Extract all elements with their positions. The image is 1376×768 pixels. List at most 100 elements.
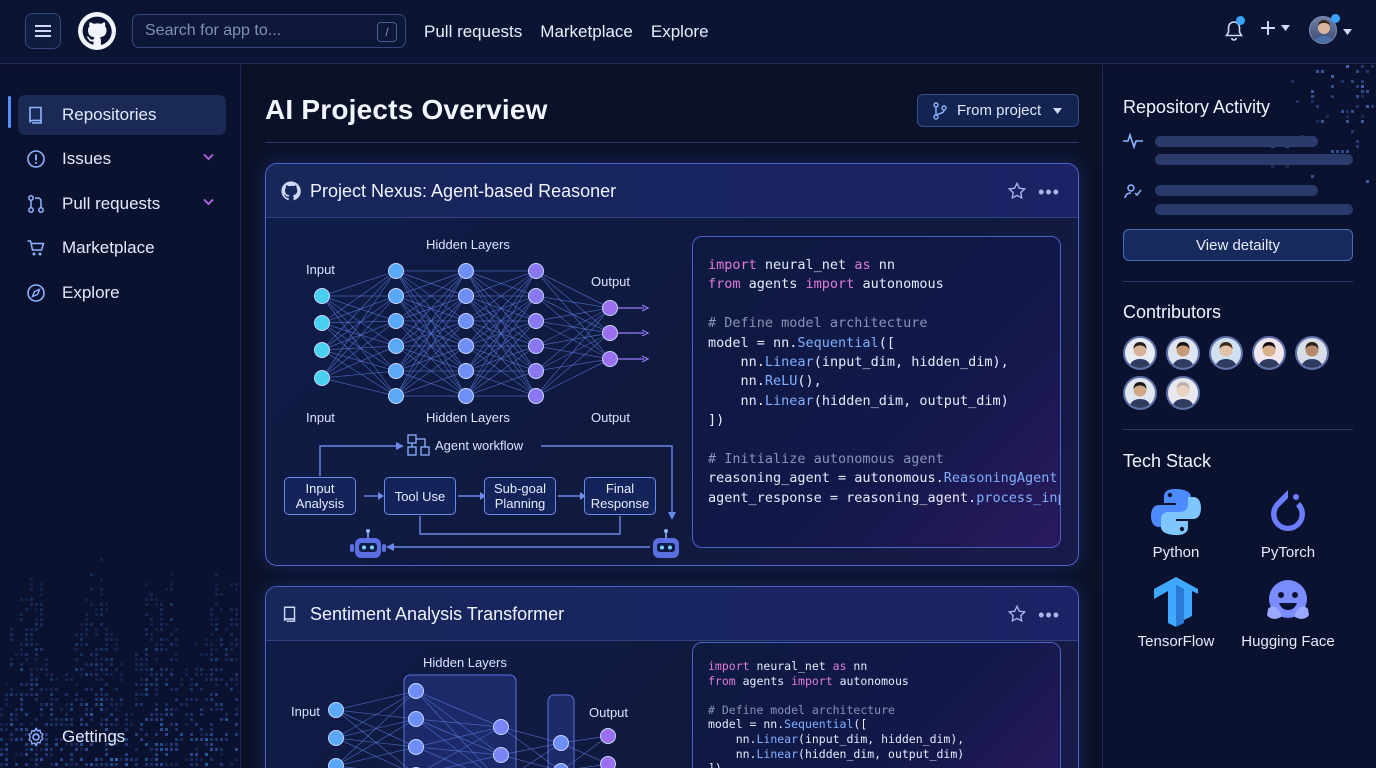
pixel	[110, 713, 113, 716]
pixel	[25, 763, 28, 766]
contributor-avatar[interactable]	[1123, 336, 1157, 370]
pixel	[195, 758, 198, 761]
pixel	[1356, 85, 1359, 88]
project-card[interactable]: Sentiment Analysis Transformer ••• Hidde…	[265, 586, 1079, 768]
pixel	[40, 593, 43, 596]
pixel	[140, 703, 143, 706]
connection-line	[564, 735, 609, 768]
nav-marketplace[interactable]: Marketplace	[540, 22, 633, 41]
pixel	[35, 693, 38, 696]
neuron-node	[528, 263, 544, 279]
contributor-avatar[interactable]	[1295, 336, 1329, 370]
pixel	[220, 668, 223, 671]
pixel	[40, 748, 43, 751]
sidebar-item-explore[interactable]: Explore	[18, 273, 226, 313]
sidebar-item-repositories[interactable]: Repositories	[18, 95, 226, 135]
pixel	[190, 698, 193, 701]
activity-placeholder-line	[1155, 204, 1353, 215]
pixel	[85, 643, 88, 646]
sidebar-item-settings[interactable]: Gettings	[18, 717, 226, 757]
pixel	[35, 683, 38, 686]
contributor-avatar[interactable]	[1252, 336, 1286, 370]
pixel	[1361, 85, 1364, 88]
pixel	[1271, 165, 1274, 168]
more-options-icon[interactable]: •••	[1038, 182, 1060, 202]
contributor-avatar[interactable]	[1166, 336, 1200, 370]
sidebar-item-marketplace[interactable]: Marketplace	[18, 228, 226, 268]
contributor-avatar[interactable]	[1166, 376, 1200, 410]
contributor-avatar[interactable]	[1209, 336, 1243, 370]
pixel	[145, 663, 148, 666]
star-icon[interactable]	[1008, 605, 1026, 623]
decorative-pixel-pattern	[0, 558, 241, 766]
pixel	[1361, 80, 1364, 83]
pixel	[105, 633, 108, 636]
pixel	[5, 703, 8, 706]
github-logo-icon[interactable]	[78, 12, 116, 50]
nav-explore[interactable]: Explore	[650, 22, 709, 41]
pixel	[205, 763, 208, 766]
pixel	[1346, 65, 1349, 68]
connection-line	[535, 295, 611, 360]
chevron-down-icon[interactable]	[203, 153, 214, 161]
pixel	[20, 683, 23, 686]
neuron-node	[388, 338, 404, 354]
pixel	[80, 698, 83, 701]
pixel	[40, 713, 43, 716]
create-new-button[interactable]	[1260, 20, 1290, 36]
sidebar-item-pull-requests[interactable]: Pull requests	[18, 184, 226, 224]
card-title[interactable]: Sentiment Analysis Transformer	[310, 604, 565, 624]
pixel	[165, 728, 168, 731]
pixel	[30, 633, 33, 636]
hamburger-menu-button[interactable]	[25, 13, 61, 49]
pixel	[30, 723, 33, 726]
pixel	[155, 708, 158, 711]
pixel	[1341, 150, 1344, 153]
pixel	[235, 623, 238, 626]
pixel	[85, 708, 88, 711]
pixel	[25, 628, 28, 631]
pixel	[150, 763, 153, 766]
contributor-avatar[interactable]	[1123, 376, 1157, 410]
neuron-node	[458, 288, 474, 304]
repo-icon	[283, 606, 296, 622]
pixel	[45, 738, 48, 741]
project-card[interactable]: Project Nexus: Agent-based Reasoner ••• …	[265, 163, 1079, 566]
pixel	[210, 708, 213, 711]
workflow-step-final-response: Final Response	[584, 477, 656, 515]
pixel	[170, 743, 173, 746]
pixel	[210, 693, 213, 696]
pixel	[1361, 115, 1364, 118]
notifications-button[interactable]	[1224, 16, 1245, 42]
pixel	[165, 678, 168, 681]
pixel	[145, 718, 148, 721]
tech-item-tensorflow[interactable]: TensorFlow	[1121, 575, 1231, 650]
pixel	[240, 738, 241, 741]
nav-pull-requests[interactable]: Pull requests	[424, 22, 523, 41]
pixel	[160, 618, 163, 621]
more-options-icon[interactable]: •••	[1038, 605, 1060, 625]
card-title[interactable]: Project Nexus: Agent-based Reasoner	[310, 181, 617, 201]
tech-item-python[interactable]: Python	[1121, 486, 1231, 561]
from-project-label: From project	[957, 102, 1042, 119]
chevron-down-icon[interactable]	[203, 198, 214, 206]
tech-item-pytorch[interactable]: PyTorch	[1233, 486, 1343, 561]
search-input[interactable]: Search for app to... /	[132, 14, 406, 48]
pixel	[30, 688, 33, 691]
pixel	[40, 618, 43, 621]
pixel	[45, 688, 48, 691]
pixel	[55, 723, 58, 726]
pixel	[120, 703, 123, 706]
from-project-button[interactable]: From project	[917, 94, 1079, 127]
pixel	[15, 693, 18, 696]
sidebar-item-issues[interactable]: Issues	[18, 139, 226, 179]
star-icon[interactable]	[1008, 182, 1026, 200]
avatar-caret-down-icon[interactable]	[1343, 29, 1352, 35]
hidden-layers-label: Hidden Layers	[426, 237, 510, 252]
tech-item-hugging-face[interactable]: Hugging Face	[1233, 575, 1343, 650]
branch-icon	[933, 101, 947, 120]
arrow-head	[641, 355, 650, 363]
view-details-button[interactable]: View detailty	[1123, 229, 1353, 261]
